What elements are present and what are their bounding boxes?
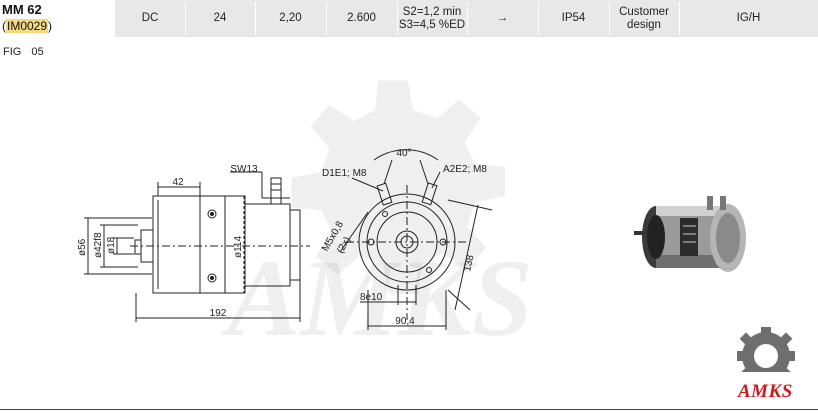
motor-side-view xyxy=(84,171,310,322)
dim-8e10: 8e10 xyxy=(360,292,383,303)
spec-speed: 2.600 xyxy=(347,12,376,24)
dim-d18: ø18 xyxy=(106,236,117,254)
dim-d42: ø42f8 xyxy=(93,232,104,258)
dim-192: 192 xyxy=(210,308,227,319)
spec-row: MM 62 (IM0029) DC 24 2,20 2.600 S2=1,2 m… xyxy=(0,0,818,37)
side-view-dimensions: 42 SW13 192 ø56 ø42f8 ø18 ø114 xyxy=(77,164,258,319)
amks-logo-gear xyxy=(737,327,796,384)
dim-angle: 40° xyxy=(396,148,411,159)
spec-mounting-line1: Customer xyxy=(619,5,669,18)
dim-a2e2: A2E2; M8 xyxy=(443,164,487,175)
dim-42: 42 xyxy=(172,177,184,188)
spec-mounting-line2: design xyxy=(627,18,661,31)
motor-photo xyxy=(634,196,746,272)
model-name: MM 62 xyxy=(2,2,42,17)
bottom-rule xyxy=(0,409,818,410)
spec-cells: DC 24 2,20 2.600 S2=1,2 min S3=4,5 %ED →… xyxy=(115,0,818,37)
spec-duty-line1: S2=1,2 min xyxy=(402,5,462,18)
model-code: (IM0029) xyxy=(2,19,53,33)
spec-duty-line2: S3=4,5 %ED xyxy=(398,18,466,31)
spec-mounting: Customer design xyxy=(609,0,679,37)
dim-904: 90,4 xyxy=(395,316,415,327)
model-code-highlight: IM0029 xyxy=(6,19,49,33)
dim-d114: ø114 xyxy=(233,236,244,258)
watermark-gear xyxy=(291,80,505,294)
amks-logo-text: AMKS xyxy=(738,381,793,402)
dim-d56: ø56 xyxy=(77,238,88,256)
watermark-text: AMKS xyxy=(221,237,533,359)
spec-voltage: 24 xyxy=(213,12,227,24)
spec-power: 2,20 xyxy=(279,12,302,24)
spec-duty: S2=1,2 min S3=4,5 %ED xyxy=(397,0,467,37)
spec-terminals: IG/H xyxy=(736,12,761,24)
spec-type: DC xyxy=(141,12,159,24)
dim-138: 138 xyxy=(462,254,476,273)
dim-d1e1: D1E1; M8 xyxy=(322,168,367,179)
spec-rotation: → xyxy=(496,12,509,24)
dim-sw13: SW13 xyxy=(230,164,258,175)
spec-protection: IP54 xyxy=(561,12,586,24)
model-cell: MM 62 (IM0029) xyxy=(0,0,115,37)
motor-front-view xyxy=(339,149,493,330)
